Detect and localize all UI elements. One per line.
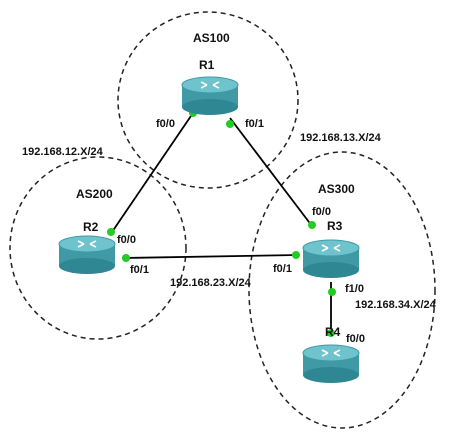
endpoint-r1-f0-1 xyxy=(226,120,234,128)
router-r2-icon[interactable] xyxy=(58,235,116,275)
as200-boundary xyxy=(9,156,187,340)
network-r1-r3-label: 192.168.13.X/24 xyxy=(300,132,382,144)
endpoint-r3-f0-0 xyxy=(308,221,316,229)
link-r1-r3 xyxy=(229,117,313,227)
r2-f0-1-label: f0/1 xyxy=(130,264,149,276)
router-r1-label: R1 xyxy=(199,58,215,72)
router-r3-icon[interactable] xyxy=(302,239,360,279)
as100-boundary xyxy=(117,11,299,189)
endpoint-r3-f0-1 xyxy=(292,251,300,259)
r1-f0-1-label: f0/1 xyxy=(245,118,264,130)
as200-label: AS200 xyxy=(76,187,113,201)
network-r2-r3-label: 192.168.23.X/24 xyxy=(170,277,252,289)
router-r4-icon[interactable] xyxy=(302,344,360,384)
r3-f1-0-label: f1/0 xyxy=(345,283,364,295)
endpoint-r4-f0-0 xyxy=(327,329,335,337)
r3-f0-0-label: f0/0 xyxy=(312,206,331,218)
r1-f0-0-label: f0/0 xyxy=(156,118,175,130)
as300-label: AS300 xyxy=(318,182,355,196)
link-r1-r2 xyxy=(111,112,194,233)
as300-boundary xyxy=(248,151,436,429)
link-r2-r3 xyxy=(121,254,299,259)
endpoint-r2-f0-1 xyxy=(122,254,130,262)
r2-f0-0-label: f0/0 xyxy=(117,234,136,246)
r4-f0-0-label: f0/0 xyxy=(346,333,365,345)
network-r3-r4-label: 192.168.34.X/24 xyxy=(355,299,437,311)
network-r1-r2-label: 192.168.12.X/24 xyxy=(22,146,104,158)
router-r3-label: R3 xyxy=(327,219,343,233)
router-r4-label: R4 xyxy=(325,325,341,339)
endpoint-r2-f0-0 xyxy=(107,228,115,236)
r3-f0-1-label: f0/1 xyxy=(273,263,292,275)
router-r2-label: R2 xyxy=(83,220,99,234)
as100-label: AS100 xyxy=(193,31,230,45)
endpoint-r3-f1-0 xyxy=(328,288,336,296)
router-r1-icon[interactable] xyxy=(181,76,239,116)
